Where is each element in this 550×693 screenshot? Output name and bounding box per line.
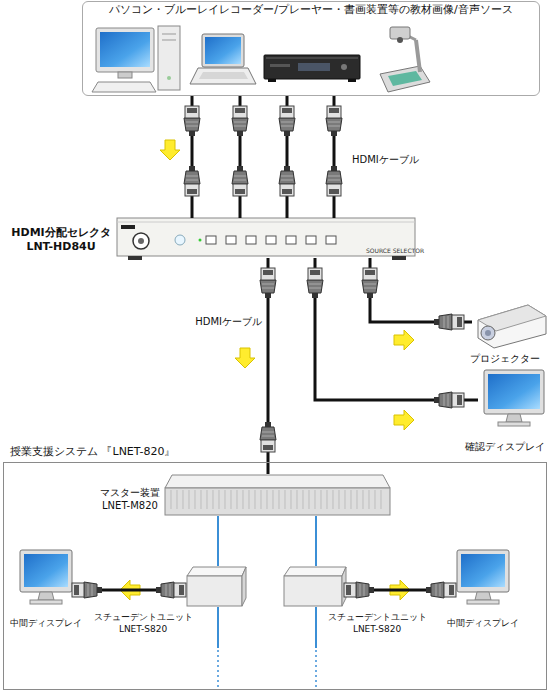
display-icon bbox=[457, 550, 509, 604]
projector-node: プロジェクター bbox=[472, 298, 546, 348]
pc-icon bbox=[92, 26, 180, 92]
hdmi-plugs bbox=[72, 106, 464, 598]
lan-line bbox=[218, 607, 316, 688]
hdmi-plug bbox=[434, 314, 464, 330]
hdmi-plug bbox=[344, 582, 374, 598]
direction-arrow bbox=[120, 140, 414, 600]
cable-label: HDMIケーブル bbox=[182, 316, 262, 328]
hdmi-plug bbox=[184, 166, 200, 196]
display-node: 確認ディスプレイ bbox=[478, 368, 546, 428]
hdmi-plug bbox=[260, 268, 276, 298]
hdmi-plug bbox=[362, 268, 378, 298]
node-text: スチューデントユニット LNET-S820 bbox=[322, 612, 432, 635]
node-text: マスター装置 LNET-M820 bbox=[97, 486, 163, 512]
cable-label: HDMIケーブル bbox=[352, 154, 419, 166]
node-text: 中間ディスプレイ bbox=[6, 618, 86, 630]
node-text: スチューデントユニット LNET-S820 bbox=[88, 612, 198, 635]
display-icon bbox=[484, 370, 544, 426]
display-node: 中間ディスプレイ bbox=[455, 548, 511, 606]
panel-print: SOURCE SELECTOR bbox=[366, 247, 424, 254]
hdmi-plug bbox=[232, 106, 248, 136]
hdmi-cable bbox=[315, 258, 478, 400]
master-node: マスター装置 LNET-M820 bbox=[165, 474, 390, 516]
node-text: 中間ディスプレイ bbox=[443, 618, 523, 630]
display-icon bbox=[20, 550, 72, 604]
student-unit bbox=[187, 567, 246, 606]
hdmi-plug bbox=[156, 582, 186, 598]
hdmi-plug bbox=[434, 392, 464, 408]
hdmi-plug bbox=[232, 166, 248, 196]
display-node: 中間ディスプレイ bbox=[18, 548, 74, 606]
bluray-icon bbox=[264, 55, 360, 82]
student-node: スチューデントユニット LNET-S820 bbox=[186, 566, 247, 608]
node-text: パソコン・ブルーレイレコーダー/プレーヤー・書画装置等の教材画像/音声ソース bbox=[86, 3, 536, 17]
hdmi-plug bbox=[260, 422, 276, 452]
student-node: スチューデントユニット LNET-S820 bbox=[283, 566, 347, 608]
laptop-icon bbox=[190, 34, 256, 84]
node-text: 確認ディスプレイ bbox=[463, 440, 547, 453]
lan-line bbox=[315, 516, 317, 566]
document-camera-icon bbox=[380, 27, 430, 92]
hdmi-plug bbox=[326, 106, 342, 136]
system-region: 授業支援システム 『LNET-820』マスター装置 LNET-M820中間ディス… bbox=[3, 462, 547, 690]
hdmi-plug bbox=[326, 166, 342, 196]
hdmi-plug bbox=[279, 106, 295, 136]
node-text: プロジェクター bbox=[464, 352, 546, 365]
node-text: HDMI分配セレクタ LNT-HD84U bbox=[8, 226, 114, 255]
hdmi-plug bbox=[279, 166, 295, 196]
master-unit bbox=[165, 475, 390, 515]
node-text: 授業支援システム 『LNET-820』 bbox=[10, 445, 175, 459]
hdmi-plug bbox=[426, 582, 456, 598]
hdmi-plug bbox=[72, 582, 102, 598]
projector-icon bbox=[478, 305, 546, 348]
hdmi-cable bbox=[370, 258, 472, 322]
hdmi-plug bbox=[184, 106, 200, 136]
student-unit bbox=[284, 567, 346, 606]
source-box: パソコン・ブルーレイレコーダー/プレーヤー・書画装置等の教材画像/音声ソース bbox=[82, 1, 540, 96]
lan-line bbox=[217, 516, 219, 566]
hdmi-plug bbox=[307, 268, 323, 298]
